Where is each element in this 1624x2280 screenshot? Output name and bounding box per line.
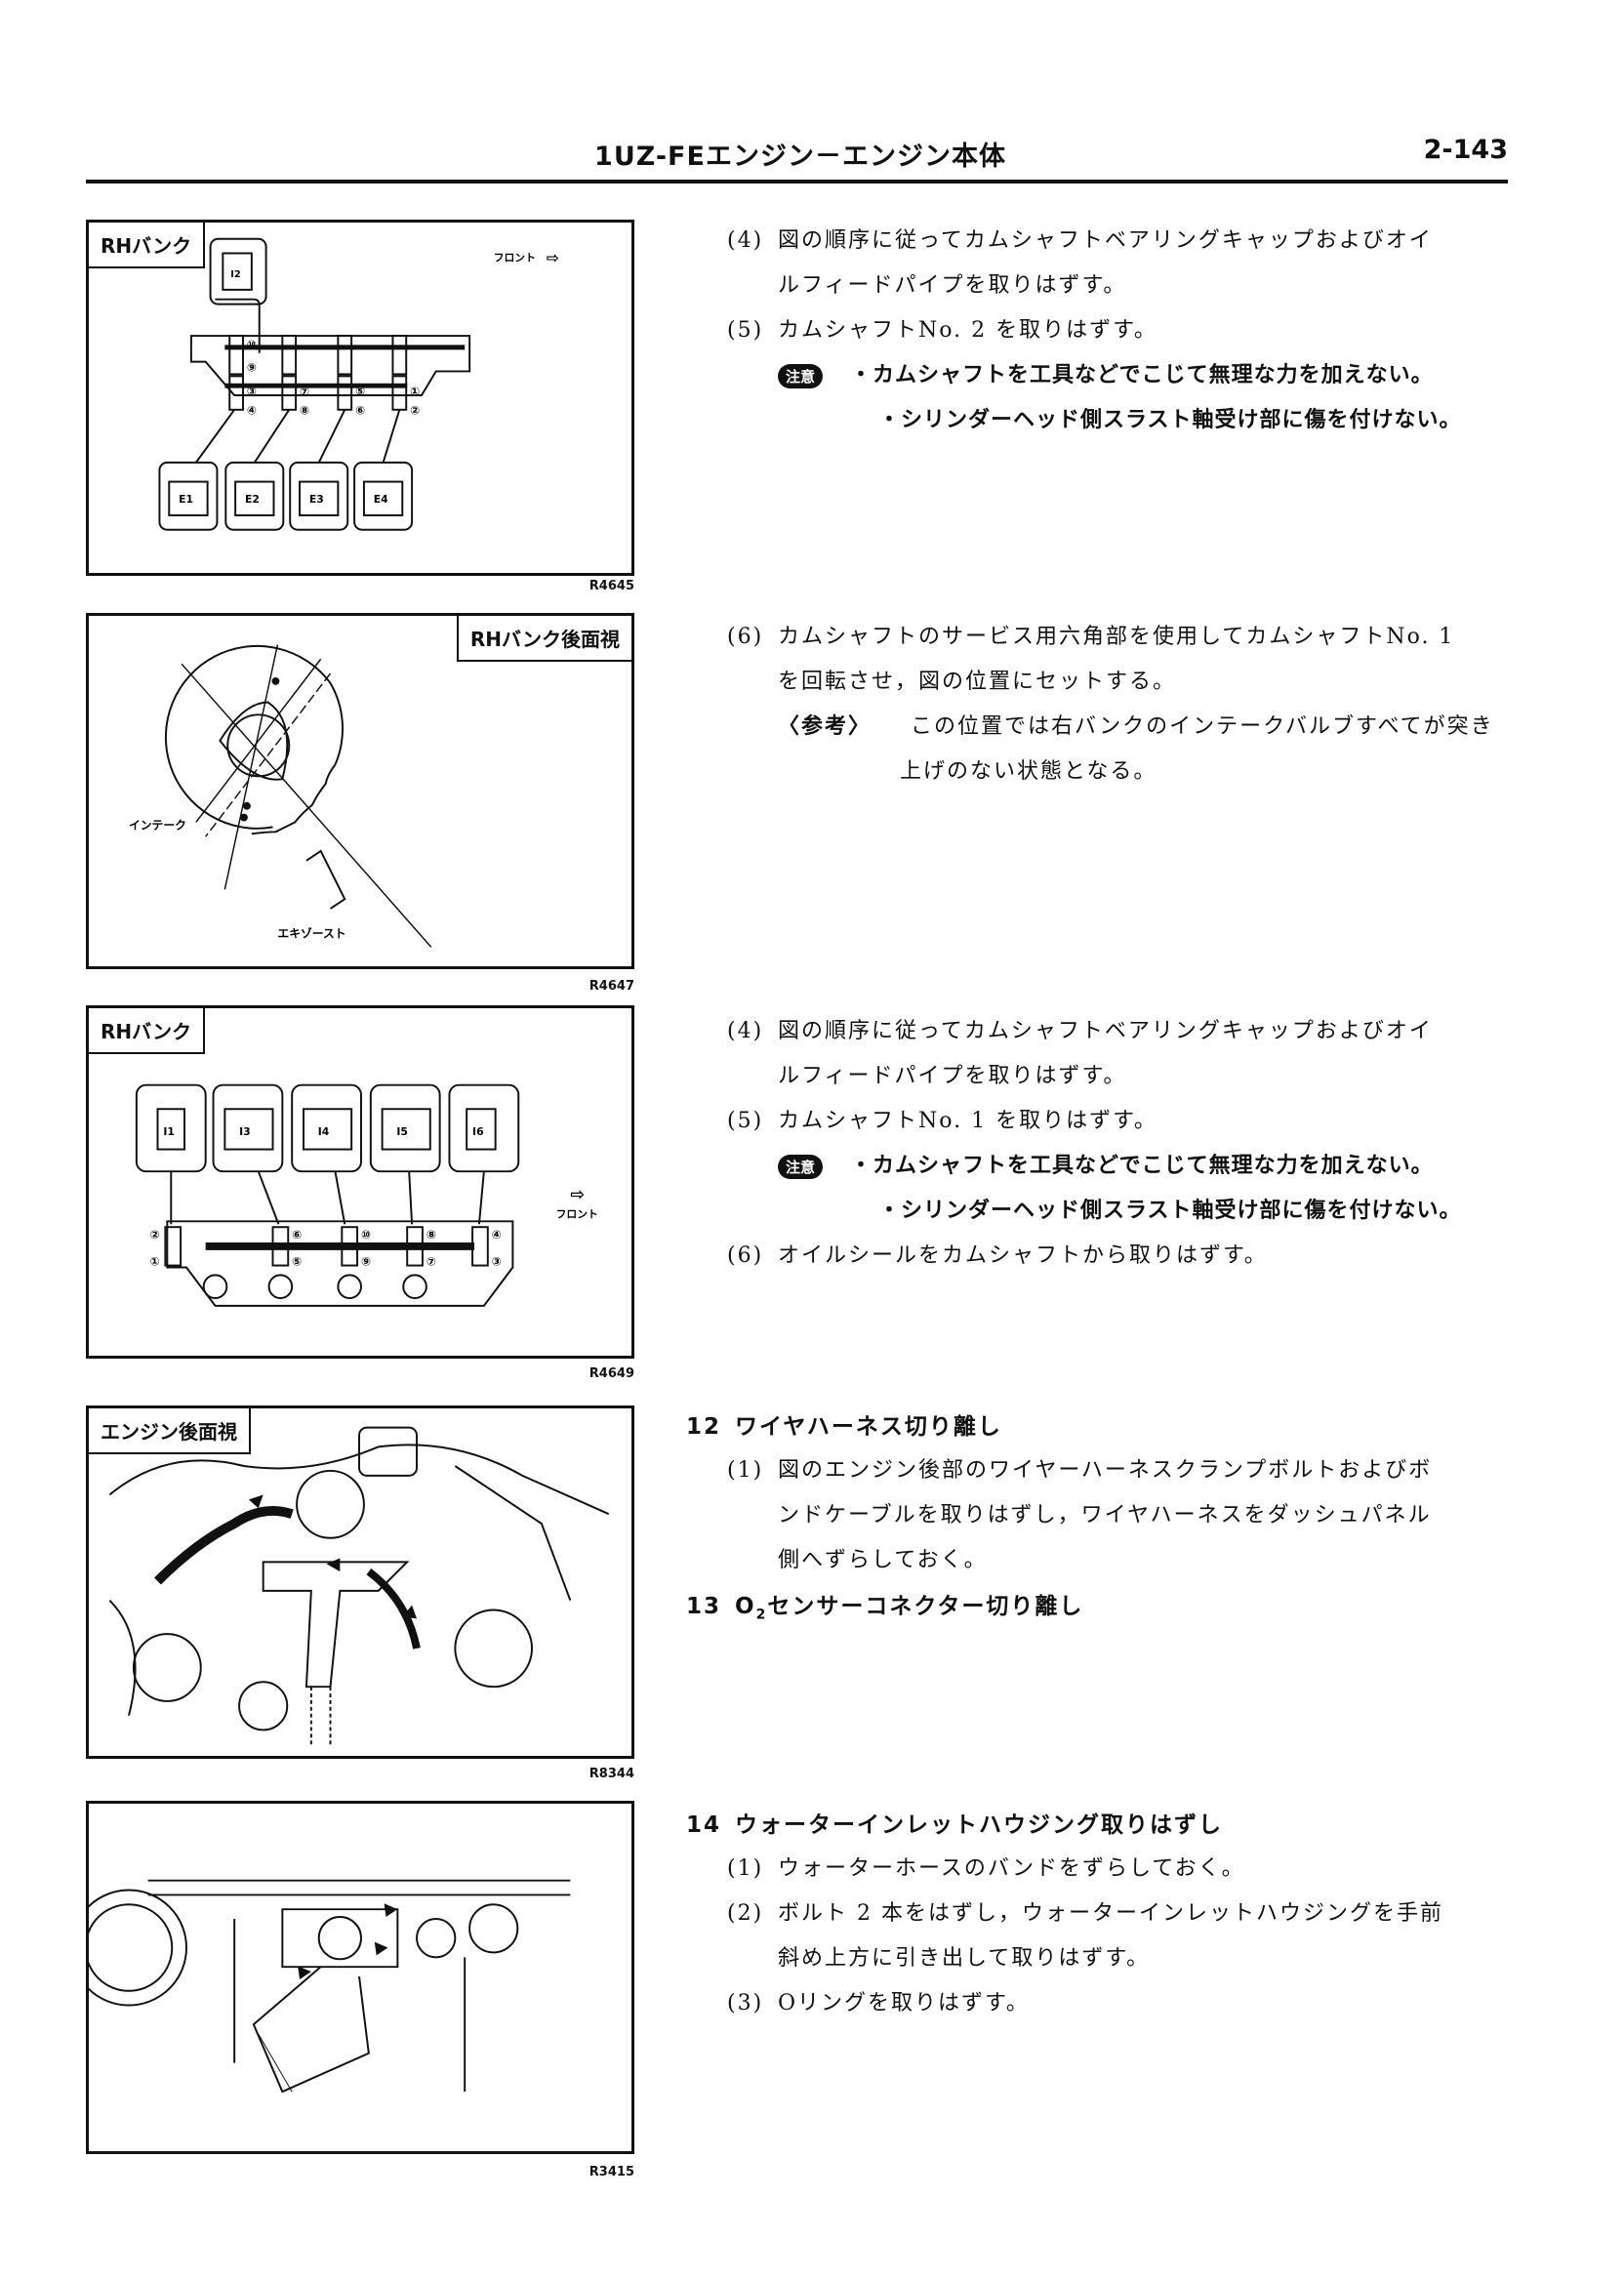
step-14-2-text: (2)ボルト 2 本をはずし，ウォーターインレットハウジングを手前 [727, 1901, 1443, 1926]
page-header-title: 1UZ-FEエンジン－エンジン本体 [594, 142, 1006, 172]
step-5-text: (5)カムシャフトNo. 1 を取りはずす。 [727, 1109, 1157, 1133]
svg-text:①: ① [150, 1255, 160, 1269]
tightening-order-numbers: ② ① ⑥ ⑤ ⑩ ⑨ ⑧ ⑦ ④ ③ [150, 1228, 502, 1269]
caution-note-2: ・シリンダーヘッド側スラスト軸受け部に傷を付けない。 [878, 408, 1462, 432]
figure-label: エンジン後面視 [87, 1406, 251, 1454]
front-label: フロント [556, 1207, 598, 1220]
step-6-text-cont: を回転させ，図の位置にセットする。 [778, 670, 1177, 694]
figure-rh-bank-exhaust-camshaft: I2 E1 E2 E3 E4 ⑩ ⑨ ③ ④ ⑦ ⑧ ⑤ ⑥ ① ② フロント ⇨ RHバ… [86, 220, 634, 576]
step-6-text: (6)オイルシールをカムシャフトから取りはずす。 [727, 1243, 1268, 1268]
figure-code: R3415 [589, 2165, 634, 2179]
figure-rh-bank-rear-view: インテーク エキゾースト RHバンク後面視 [86, 613, 634, 969]
caution-note-2: ・シリンダーヘッド側スラスト軸受け部に傷を付けない。 [878, 1199, 1462, 1223]
figure-label: RHバンク後面視 [456, 614, 633, 662]
svg-text:⑤: ⑤ [292, 1255, 302, 1269]
front-label: フロント [494, 251, 536, 264]
front-arrow-icon: ⇨ [547, 248, 559, 266]
figure-label: RHバンク [87, 1006, 206, 1054]
camshaft-cap-diagram: I1 I3 I4 I5 I6 ② ① ⑥ ⑤ ⑩ ⑨ ⑧ ⑦ ④ ③ ⇨ フロント [135, 1083, 598, 1307]
callout-i4: I4 [318, 1125, 330, 1138]
figure-rh-bank-intake-camshaft: I1 I3 I4 I5 I6 ② ① ⑥ ⑤ ⑩ ⑨ ⑧ ⑦ ④ ③ ⇨ フロント RHバ… [86, 1005, 634, 1359]
svg-text:⑨: ⑨ [247, 360, 257, 374]
svg-text:⑧: ⑧ [300, 404, 309, 418]
caution-note: 注意・カムシャフトを工具などでこじて無理な力を加えない。 [778, 1148, 1434, 1179]
svg-text:⑦: ⑦ [300, 385, 309, 398]
svg-text:⑥: ⑥ [292, 1228, 302, 1242]
svg-text:⑩: ⑩ [361, 1228, 371, 1242]
callout-e4: E4 [374, 493, 388, 506]
page-number: 2-143 [1423, 135, 1508, 165]
svg-text:②: ② [410, 404, 420, 418]
step-14-3-text: (3)Oリングを取りはずす。 [727, 1991, 1030, 2015]
svg-text:①: ① [410, 385, 420, 398]
figure-code: R8344 [589, 1767, 634, 1781]
step-4-text: (4)図の順序に従ってカムシャフトベアリングキャップおよびオイ [727, 1019, 1433, 1043]
water-inlet-illustration [89, 1879, 571, 2094]
step-14-1-text: (1)ウォーターホースのバンドをずらしておく。 [727, 1856, 1245, 1881]
cam-position-diagram: インテーク エキゾースト [129, 644, 432, 948]
caution-badge: 注意 [778, 1155, 824, 1179]
svg-text:④: ④ [492, 1228, 502, 1242]
callout-i1: I1 [163, 1125, 175, 1138]
step-4-text-cont: ルフィードパイプを取りはずす。 [778, 273, 1127, 298]
svg-text:⑥: ⑥ [355, 404, 365, 418]
callout-i3: I3 [239, 1125, 251, 1138]
callout-i6: I6 [472, 1125, 484, 1138]
step-12-1-text-cont: ンドケーブルを取りはずし，ワイヤハーネスをダッシュパネル [778, 1503, 1432, 1527]
camshaft-cap-diagram: I2 E1 E2 E3 E4 ⑩ ⑨ ③ ④ ⑦ ⑧ ⑤ ⑥ ① ② フロント ⇨ [158, 237, 559, 531]
callout-i2: I2 [230, 269, 241, 280]
figure-code: R4645 [589, 579, 634, 593]
front-arrow-icon: ⇨ [570, 1186, 585, 1205]
svg-text:⑦: ⑦ [426, 1255, 436, 1269]
callout-e3: E3 [309, 493, 324, 506]
figure-water-inlet-housing [86, 1801, 634, 2154]
svg-text:⑧: ⑧ [426, 1228, 436, 1242]
figure-engine-rear-view: エンジン後面視 [86, 1405, 634, 1759]
caution-note: 注意・カムシャフトを工具などでこじて無理な力を加えない。 [778, 357, 1434, 388]
svg-text:⑤: ⑤ [355, 385, 365, 398]
step-14-2-text-cont: 斜め上方に引き出して取りはずす。 [778, 1946, 1151, 1971]
step-5-text: (5)カムシャフトNo. 2 を取りはずす。 [727, 318, 1157, 343]
svg-text:④: ④ [247, 404, 257, 418]
figure-code: R4647 [589, 979, 634, 994]
callout-e2: E2 [245, 493, 260, 506]
svg-text:③: ③ [247, 385, 257, 398]
header-rule [86, 180, 1508, 183]
tightening-order-numbers: ⑩ ⑨ ③ ④ ⑦ ⑧ ⑤ ⑥ ① ② [247, 338, 420, 418]
svg-text:③: ③ [492, 1255, 502, 1269]
step-12-1-text: (1)図のエンジン後部のワイヤーハーネスクランプボルトおよびボ [727, 1458, 1433, 1483]
caution-badge: 注意 [778, 364, 824, 388]
callout-i5: I5 [396, 1125, 408, 1138]
callout-e1: E1 [179, 493, 193, 506]
figure-code: R4649 [589, 1366, 634, 1381]
step-12-1-text-cont2: 側へずらしておく。 [778, 1548, 988, 1572]
step-4-text: (4)図の順序に従ってカムシャフトベアリングキャップおよびオイ [727, 228, 1433, 253]
figure-label: RHバンク [87, 221, 206, 268]
svg-text:⑨: ⑨ [361, 1255, 371, 1269]
intake-label: インテーク [129, 818, 186, 832]
step-6-text: (6)カムシャフトのサービス用六角部を使用してカムシャフトNo. 1 [727, 625, 1455, 649]
svg-text:②: ② [150, 1228, 160, 1242]
exhaust-label: エキゾースト [277, 926, 345, 940]
wire-harness-illustration [108, 1426, 610, 1745]
reference-note-cont: 上げのない状態となる。 [900, 759, 1157, 784]
reference-note: 〈参考〉この位置では右バンクのインテークバルブすべてが突き [778, 713, 1494, 739]
step-4-text-cont: ルフィードパイプを取りはずす。 [778, 1064, 1127, 1088]
svg-text:⑩: ⑩ [247, 338, 257, 351]
